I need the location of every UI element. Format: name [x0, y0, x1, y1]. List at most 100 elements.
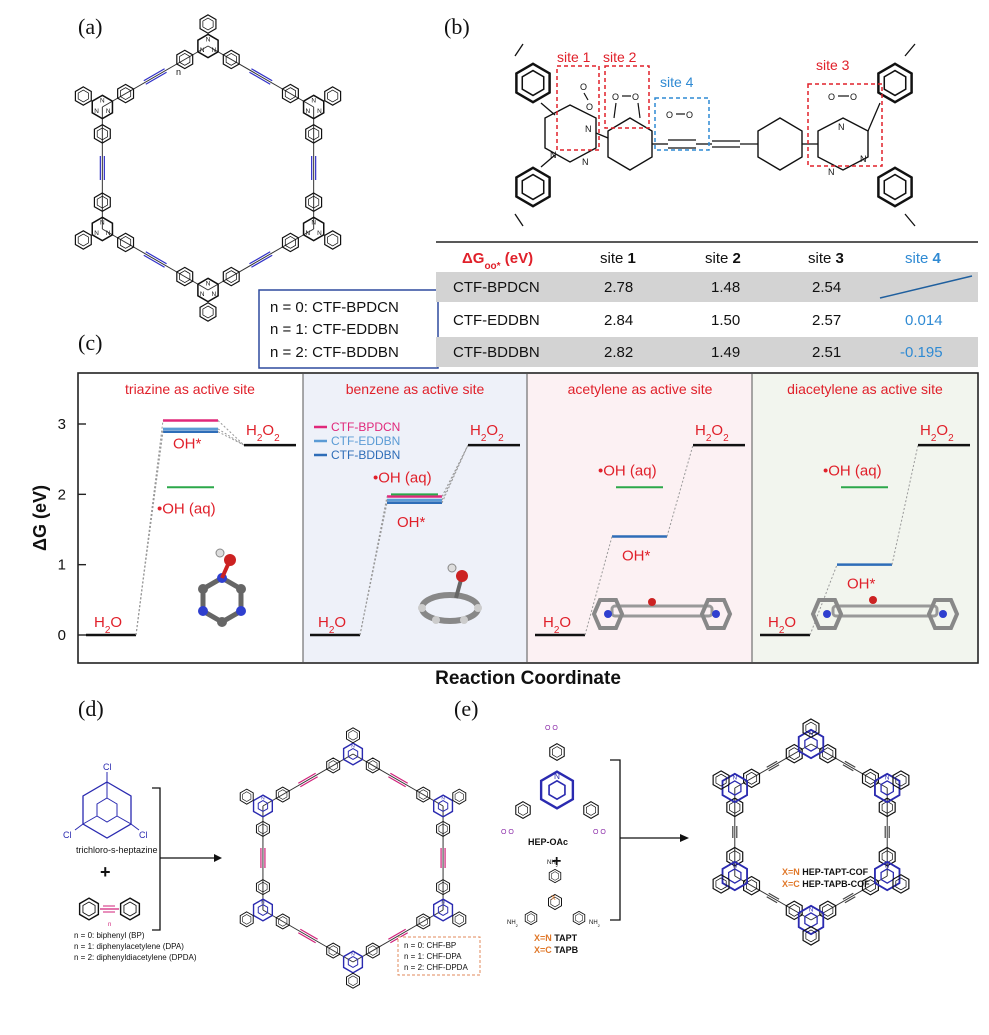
free-energy-diagram: triazine as active site benzene as activ… [30, 372, 979, 689]
svg-text:O: O [612, 92, 619, 102]
y-tick-label: 2 [58, 486, 66, 503]
label-h2o2: H2O2 [470, 422, 504, 444]
svg-text:N: N [550, 150, 557, 160]
plus-sign: + [100, 862, 111, 882]
panel-label-e: (e) [454, 696, 478, 721]
table-cell: 1.48 [711, 279, 740, 296]
svg-text:X: X [551, 895, 556, 902]
dg-oo-table: ΔGoo* (eV) site 1 site 2 site 3 site 4 C… [436, 241, 978, 367]
linker-note: n = 1: diphenylacetylene (DPA) [74, 942, 184, 951]
chf-legend-item: n = 0: CHF-BP [404, 941, 456, 950]
svg-text:NH2: NH2 [589, 920, 601, 928]
label-oh-aq: •OH (aq) [157, 500, 216, 517]
svg-text:N: N [860, 154, 867, 164]
table-cell: 1.49 [711, 344, 740, 361]
panel-label-c: (c) [78, 330, 102, 355]
plus-sign: + [552, 853, 561, 870]
acetoxy-group: O O [593, 829, 606, 836]
subpanel-title: acetylene as active site [568, 381, 713, 397]
y-tick-label: 3 [58, 416, 66, 433]
svg-text:O: O [632, 92, 639, 102]
panel-a-n-marker: n [176, 67, 181, 77]
label-oh-aq: •OH (aq) [823, 462, 882, 479]
diacetylene-oh-molecule [810, 596, 960, 630]
cof-label-tapb: X=C HEP-TAPB-COF [782, 879, 870, 889]
linker-note: n = 2: diphenyldiacetylene (DPDA) [74, 953, 197, 962]
panel-a-legend-item: n = 2: CTF-BDDBN [270, 344, 399, 361]
y-axis-label: ΔG (eV) [30, 485, 50, 551]
legend-label: CTF-BPDCN [331, 420, 400, 434]
svg-text:NH2: NH2 [547, 860, 559, 868]
table-header-site-2: site 2 [705, 250, 741, 267]
label-oh-aq: •OH (aq) [373, 469, 432, 486]
svg-text:N: N [828, 167, 835, 177]
reaction-arrowhead [214, 854, 222, 862]
subpanel-title: diacetylene as active site [787, 381, 943, 397]
reactant-name: HEP-OAc [528, 837, 568, 847]
ctf-framework-structure [74, 14, 342, 322]
table-cell: 0.014 [905, 312, 943, 329]
panel-label-a: (a) [78, 14, 102, 39]
hep-oac-reactant: O O O O O O [501, 725, 606, 836]
table-header-site-3: site 3 [808, 250, 844, 267]
label-h2o2: H2O2 [246, 422, 280, 444]
ctf-monomer-structure: N N N O O O O O O N N N O O [514, 43, 916, 227]
table-cell-name: CTF-EDDBN [453, 312, 540, 329]
site-1-box [556, 65, 600, 151]
tapt-label: X=N TAPT [534, 933, 578, 943]
table-cell: 2.51 [812, 344, 841, 361]
label-oh-ads: OH* [622, 548, 651, 565]
svg-text:O: O [828, 92, 835, 102]
svg-text:O: O [666, 110, 673, 120]
acetoxy-group: O O [501, 829, 514, 836]
hep-cof-structure [712, 718, 910, 946]
chf-framework-structure [239, 727, 467, 989]
svg-text:O: O [686, 110, 693, 120]
label-h2o2: H2O2 [920, 422, 954, 444]
site-label: site 3 [816, 57, 850, 73]
legend-label: CTF-EDDBN [331, 434, 400, 448]
svg-text:O: O [580, 82, 587, 92]
triazine-oh-molecule [198, 548, 246, 627]
subpanel-title: triazine as active site [125, 381, 255, 397]
svg-text:O: O [850, 92, 857, 102]
table-cell-slash [879, 275, 973, 299]
panel-label-d: (d) [78, 696, 104, 721]
table-cell-name: CTF-BDDBN [453, 344, 540, 361]
y-tick-label: 1 [58, 557, 66, 574]
table-cell-name: CTF-BPDCN [453, 279, 540, 296]
svg-text:n: n [176, 67, 181, 77]
svg-text:N: N [838, 122, 845, 132]
acetoxy-group: O O [545, 725, 558, 732]
site-label: site 4 [660, 74, 694, 90]
site-label: site 2 [603, 49, 637, 65]
reaction-bracket [152, 787, 161, 931]
table-cell: 2.78 [604, 279, 633, 296]
site-3-box [807, 83, 883, 167]
atom-cl: Cl [139, 830, 148, 840]
site-label: site 1 [557, 49, 591, 65]
panel-a-legend-box [258, 289, 439, 369]
panel-label-b: (b) [444, 14, 470, 39]
label-h2o2: H2O2 [695, 422, 729, 444]
table-cell: 1.50 [711, 312, 740, 329]
atom-cl: Cl [103, 762, 112, 772]
panel-a-legend-item: n = 1: CTF-EDDBN [270, 321, 399, 338]
label-h2o: H2O [318, 614, 346, 636]
label-h2o: H2O [768, 614, 796, 636]
label-h2o: H2O [543, 614, 571, 636]
svg-text:N: N [585, 124, 592, 134]
label-oh-ads: OH* [173, 435, 202, 452]
n-marker: n [108, 922, 111, 928]
site-4-box [654, 97, 710, 151]
subpanel-title: benzene as active site [346, 381, 485, 397]
reaction-bracket [610, 759, 621, 921]
table-cell: 2.82 [604, 344, 633, 361]
heptazine-reactant: Cl Cl Cl [63, 762, 148, 840]
legend-label: CTF-BDDBN [331, 448, 400, 462]
y-tick-label: 0 [58, 627, 66, 644]
atom-cl: Cl [63, 830, 72, 840]
reaction-arrowhead [680, 834, 689, 842]
subpanel-bg-benzene [303, 374, 527, 662]
